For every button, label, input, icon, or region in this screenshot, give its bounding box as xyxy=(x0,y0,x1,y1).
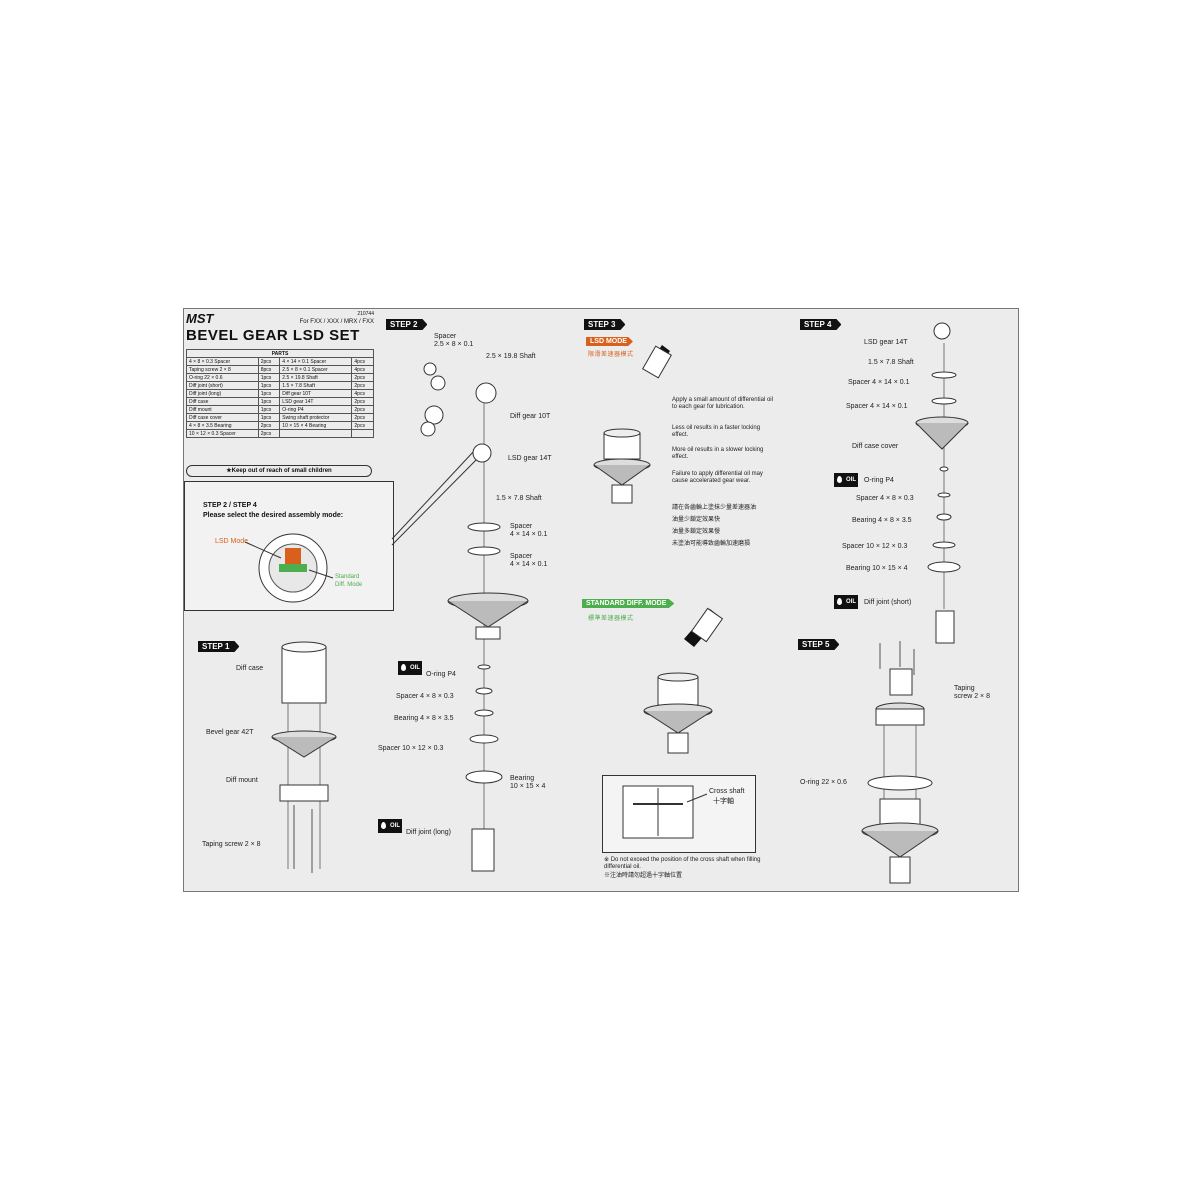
lsd-instruction-1: Apply a small amount of differential oil… xyxy=(672,397,773,410)
step4-spacer-2: Spacer 4 × 14 × 0.1 xyxy=(846,403,908,410)
step1-diff-mount: Diff mount xyxy=(226,777,258,784)
step2-oil-icon-2: OIL xyxy=(378,819,402,833)
instruction-sheet: MST 210744 For FXX / XXX / MRX / FXX BEV… xyxy=(183,308,1019,892)
step2-spacer-2: Spacer xyxy=(510,523,533,530)
step5-oring: O-ring 22 × 0.6 xyxy=(800,779,847,786)
cross-shaft-note: ※ Do not exceed the position of the cros… xyxy=(604,857,761,870)
step1-drawing xyxy=(271,641,337,873)
step3-lsd-drawing xyxy=(593,345,672,504)
step2-bearing-2-size: 10 × 15 × 4 xyxy=(510,783,546,790)
step2-spacer-label: Spacer xyxy=(434,333,457,340)
cross-shaft-note-zh: ※注油時請勿超過十字軸位置 xyxy=(604,873,683,879)
step2-small-shaft: 1.5 × 7.8 Shaft xyxy=(496,495,542,502)
cross-shaft-inset: Cross shaft 十字軸 xyxy=(602,775,756,853)
brand-logo: MST xyxy=(186,311,214,326)
step5-drawing xyxy=(861,641,939,884)
step4-oil-icon-1: OIL xyxy=(834,473,858,487)
cross-shaft-zh: 十字軸 xyxy=(713,798,734,805)
step2-oil-icon-1: OIL xyxy=(398,661,422,675)
step4-drawing xyxy=(915,322,969,644)
step4-oring: O-ring P4 xyxy=(864,477,894,484)
lsd-instruction-zh-3: 油量多鎖定效果慢 xyxy=(672,529,721,535)
step2-diff-joint: Diff joint (long) xyxy=(406,829,452,836)
step4-spacer-1: Spacer 4 × 14 × 0.1 xyxy=(848,379,910,386)
standard-mode-badge: STANDARD DIFF. MODE xyxy=(582,599,675,608)
lsd-mode-zh: 限滑差速器模式 xyxy=(588,352,634,358)
step4-diff-joint: Diff joint (short) xyxy=(864,599,912,606)
step4-tag: STEP 4 xyxy=(800,319,842,330)
step4-oil-icon-2: OIL xyxy=(834,595,858,609)
step2-spacer-2-size: 4 × 14 × 0.1 xyxy=(510,531,548,538)
parts-cell xyxy=(279,429,353,438)
lsd-instruction-3: More oil results in a slower locking eff… xyxy=(672,447,764,460)
standard-mode-zh: 標準差速器模式 xyxy=(588,616,634,622)
step4-bearing-2: Bearing 10 × 15 × 4 xyxy=(846,565,908,572)
select-subtitle: Please select the desired assembly mode: xyxy=(203,512,344,519)
step2-oring: O-ring P4 xyxy=(426,671,456,678)
lsd-instruction-zh-1: 請在各齒輪上塗抹少量差速器油 xyxy=(672,505,757,511)
standard-mode-label-2: Diff. Mode xyxy=(335,582,363,588)
step2-lsd-gear: LSD gear 14T xyxy=(508,455,552,462)
mode-select-illustration xyxy=(244,533,334,603)
parts-cell: 10 × 12 × 0.3 Spacer xyxy=(186,429,259,438)
step4-bearing: Bearing 4 × 8 × 3.5 xyxy=(852,517,912,524)
step4-lsd-gear: LSD gear 14T xyxy=(864,339,908,346)
step2-spacer-3: Spacer xyxy=(510,553,533,560)
standard-mode-label: Standard xyxy=(335,574,360,580)
step2-shaft: 2.5 × 19.8 Shaft xyxy=(486,353,536,360)
page-title: BEVEL GEAR LSD SET xyxy=(186,327,360,344)
step2-diff-gear: Diff gear 10T xyxy=(510,413,551,420)
step2-spacer-4: Spacer 4 × 8 × 0.3 xyxy=(396,693,454,700)
select-title: STEP 2 / STEP 4 xyxy=(203,502,257,509)
cross-shaft-drawing xyxy=(622,785,708,839)
safety-warning: ★Keep out of reach of small children xyxy=(186,465,372,477)
product-code: 210744 xyxy=(357,311,374,317)
compat-line: For FXX / XXX / MRX / FXX xyxy=(299,319,374,325)
step2-bearing: Bearing 4 × 8 × 3.5 xyxy=(394,715,454,722)
step4-small-shaft: 1.5 × 7.8 Shaft xyxy=(868,359,914,366)
step4-spacer-4: Spacer 10 × 12 × 0.3 xyxy=(842,543,908,550)
parts-cell xyxy=(351,429,374,438)
step2-tag: STEP 2 xyxy=(386,319,428,330)
lsd-instruction-4: Failure to apply differential oil may ca… xyxy=(672,471,763,484)
lsd-instruction-2: Less oil results in a faster locking eff… xyxy=(672,425,761,438)
step2-spacer-5: Spacer 10 × 12 × 0.3 xyxy=(378,745,444,752)
step1-diff-case: Diff case xyxy=(236,665,264,672)
step1-tag: STEP 1 xyxy=(198,641,240,652)
step2-spacer-size: 2.5 × 8 × 0.1 xyxy=(434,341,474,348)
step4-spacer-3: Spacer 4 × 8 × 0.3 xyxy=(856,495,914,502)
lsd-instruction-zh-4: 未塗油可能導致齒輪加速磨損 xyxy=(672,541,751,547)
step2-bearing-2: Bearing xyxy=(510,775,535,782)
step5-taping-size: screw 2 × 8 xyxy=(954,693,990,700)
step4-diff-case-cover: Diff case cover xyxy=(852,443,899,450)
lsd-mode-label: LSD Mode xyxy=(215,538,249,545)
step2-drawing xyxy=(420,362,529,872)
step2-spacer-3-size: 4 × 14 × 0.1 xyxy=(510,561,548,568)
lsd-mode-badge: LSD MODE xyxy=(586,337,633,346)
header-block: MST 210744 For FXX / XXX / MRX / FXX BEV… xyxy=(186,311,376,481)
step3-tag: STEP 3 xyxy=(584,319,626,330)
step5-tag: STEP 5 xyxy=(798,639,840,650)
step1-taping-screw: Taping screw 2 × 8 xyxy=(202,841,261,848)
step3-std-drawing xyxy=(643,607,724,754)
mode-select-box: STEP 2 / STEP 4 Please select the desire… xyxy=(184,481,394,611)
cross-shaft-label: Cross shaft xyxy=(709,788,745,795)
step5-taping-label: Taping xyxy=(954,685,975,692)
lsd-instruction-zh-2: 油量少鎖定效果快 xyxy=(672,517,721,523)
step1-bevel-gear: Bevel gear 42T xyxy=(206,729,254,736)
